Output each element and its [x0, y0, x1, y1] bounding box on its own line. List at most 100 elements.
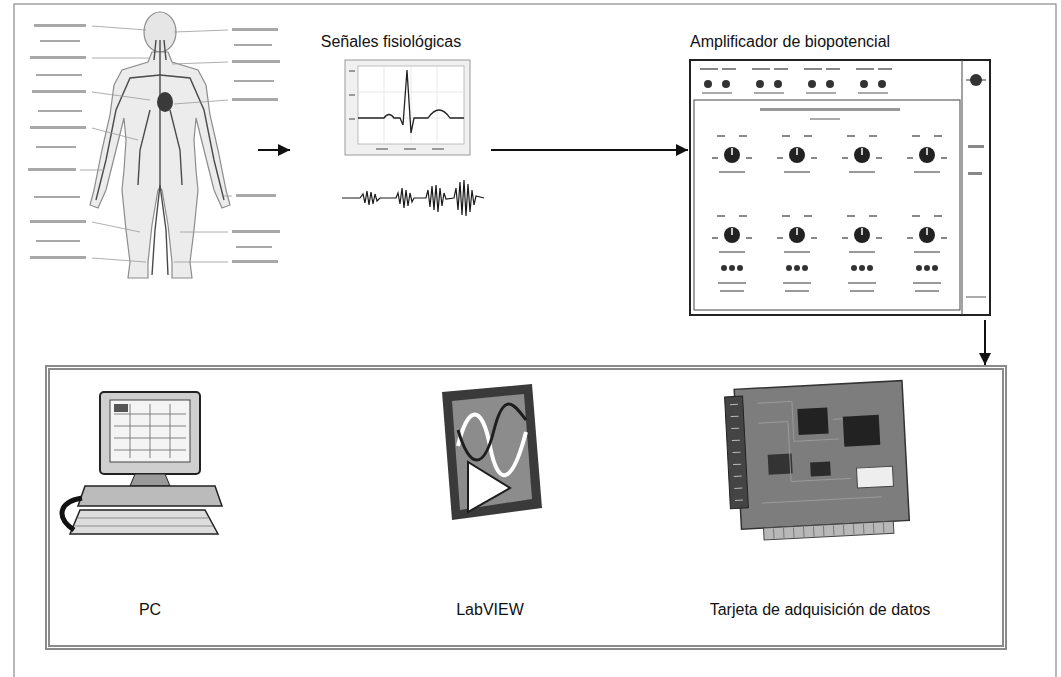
daq-card-image-part-part — [732, 452, 740, 453]
ecg-plot-part-part — [358, 92, 464, 93]
human-body-illustration-part-part — [159, 40, 160, 185]
human-body-illustration-part-part — [34, 24, 86, 27]
human-body-illustration-part-part — [172, 62, 228, 64]
icon-label: LabVIEW — [456, 600, 524, 620]
human-body-illustration-part-part — [234, 80, 274, 82]
signal-panel: Señales fisiológicas — [291, 32, 491, 222]
daq-card-image-part-part — [823, 526, 825, 536]
ecg-plot-part — [358, 66, 464, 144]
ecg-plot-part-part — [376, 148, 388, 150]
daq-card-image-part-part — [813, 526, 815, 536]
daq-card-image-part-part — [863, 524, 865, 534]
human-body-illustration-part-part — [180, 232, 228, 233]
pc-icon-part — [78, 486, 222, 506]
amplifier-panel-part — [777, 215, 817, 253]
ecg-plot-part — [358, 70, 464, 133]
pc-icon-part-part — [114, 426, 186, 427]
icon-label: Tarjeta de adquisición de datos — [710, 600, 931, 620]
icon-label: PC — [139, 600, 161, 620]
daq-card-image — [724, 381, 910, 542]
daq-card-image-part — [810, 461, 831, 476]
daq-card-image-part-part — [735, 500, 743, 501]
pc-icon-part-part — [114, 438, 186, 439]
emg-signal-part — [342, 180, 484, 216]
ecg-plot-part-part — [404, 148, 416, 150]
human-body-illustration-part-part — [28, 168, 76, 171]
human-body-illustration-part-part — [236, 246, 272, 248]
ecg-plot-part-part — [349, 94, 355, 96]
daq-card-image-part-part — [732, 440, 740, 441]
human-body-illustration-part-part — [30, 126, 86, 129]
amplifier-panel-part — [718, 265, 746, 292]
daq-card-image-part-part — [853, 524, 855, 534]
ecg-plot-part — [358, 66, 464, 144]
human-body-illustration-part-part — [92, 58, 150, 59]
daq-card-image-part — [730, 404, 743, 500]
amplifier-panel-part — [842, 215, 882, 253]
human-body-illustration-part-part — [30, 220, 86, 223]
human-body-illustration-part-part — [174, 262, 228, 263]
pc-icon-part-part — [114, 414, 186, 415]
human-body-illustration-part-part — [38, 110, 82, 112]
amplifier-panel-part — [752, 68, 788, 94]
amplifier-panel-part — [856, 68, 892, 94]
daq-card-image-part-part — [731, 416, 739, 417]
amplifier-panel-part — [783, 265, 811, 292]
daq-card-unit: Tarjeta de adquisición de datos — [690, 385, 950, 625]
daq-card-image-part-part — [833, 525, 835, 535]
human-body-illustration-part-part — [160, 185, 168, 275]
human-body-illustration-part — [96, 40, 224, 275]
human-body-illustration-part-part — [174, 100, 228, 104]
amplifier-panel-part — [968, 145, 984, 148]
acquisition-box: PC LabVIEW Tarjeta de adquisición de datos — [45, 365, 1007, 650]
amplifier-panel-part — [968, 172, 982, 175]
human-body-illustration-part-part — [92, 128, 138, 140]
emg-signal — [342, 180, 484, 216]
human-body-illustration-part-part — [152, 185, 160, 275]
daq-card-image-part-part — [773, 529, 775, 539]
daq-card-image-part-part — [757, 399, 839, 443]
ecg-plot-part — [349, 70, 444, 150]
pc-icon-part — [114, 404, 186, 458]
pc-icon-part-part — [75, 526, 213, 527]
amplifier-panel-part — [913, 265, 941, 292]
human-body-illustration-part-part — [36, 74, 82, 76]
human-body-illustration-part-part — [174, 30, 228, 32]
amplifier-panel-part — [962, 60, 963, 315]
ecg-plot — [345, 60, 470, 155]
daq-card-image-part — [843, 415, 881, 447]
amplifier-panel-part — [848, 265, 876, 292]
pc-icon-part — [62, 498, 82, 530]
amplifier-panel-part — [712, 135, 752, 173]
outer-frame — [14, 4, 1056, 677]
amplifier-panel-part — [760, 108, 900, 111]
amplifier-panel-part — [694, 100, 960, 310]
human-body-illustration-part-part — [92, 258, 146, 262]
pc-icon-part-part — [114, 450, 186, 451]
ecg-plot-part-part — [437, 66, 438, 144]
human-body-illustration-part — [157, 92, 173, 112]
panel-heading: Amplificador de biopotencial — [690, 32, 890, 52]
labview-unit: LabVIEW — [405, 385, 575, 625]
daq-card-image-part-part — [793, 527, 795, 537]
amplifier-panel-part — [777, 135, 817, 173]
human-body-illustration-part-part — [92, 26, 146, 30]
pc-icon-part — [70, 510, 218, 534]
human-body-illustration-part-part — [236, 194, 276, 197]
daq-card-image-part-part — [833, 418, 843, 420]
human-body-illustration-part-part — [30, 56, 86, 59]
daq-card-image-part — [734, 381, 909, 530]
amplifier-panel-part — [712, 215, 752, 253]
ecg-plot-part-part — [349, 118, 355, 120]
pc-icon-part — [75, 518, 213, 526]
labview-icon-part — [458, 404, 526, 460]
human-body-illustration-part-part — [32, 90, 86, 93]
pc-icon — [62, 392, 222, 534]
daq-card-image-part — [774, 523, 884, 539]
daq-card-image-part-part — [730, 404, 738, 405]
human-body-illustration-part-part — [160, 75, 224, 200]
